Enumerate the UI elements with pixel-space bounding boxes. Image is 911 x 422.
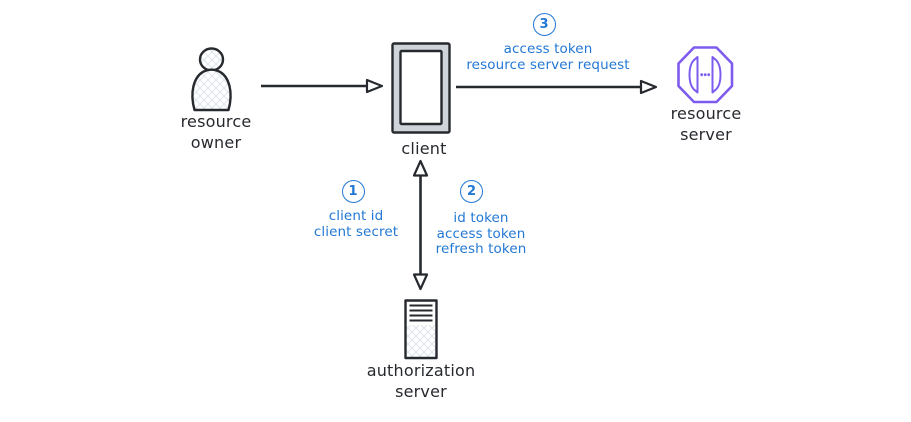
- resource-owner-label: resource owner: [180, 112, 252, 152]
- step-2-line-1: id token: [453, 210, 509, 226]
- arrow-client-to-resource-server: [456, 79, 658, 95]
- database-octagon-icon: [677, 46, 734, 104]
- arrow-client-auth-bidirectional: [412, 159, 429, 291]
- step-3-line-1: access token: [503, 41, 593, 57]
- step-1-text: client id client secret: [296, 208, 416, 240]
- step-3-badge: 3: [532, 12, 556, 36]
- server-rack-icon: [404, 299, 438, 360]
- step-3-line-2: resource server request: [466, 56, 630, 73]
- resource-server-label: resource server: [670, 104, 742, 144]
- authorization-server-label: authorization server: [366, 361, 476, 401]
- step-2-text: id token access token refresh token: [411, 210, 551, 258]
- step-2-line-2: access token: [436, 225, 526, 242]
- step-2-badge: 2: [460, 180, 483, 203]
- step-3-text: access token resource server request: [458, 41, 638, 73]
- device-screen-icon: [391, 42, 451, 134]
- step-1-badge: 1: [341, 180, 365, 203]
- client-label: client: [401, 139, 447, 158]
- step-2-line-3: refresh token: [435, 241, 527, 257]
- step-1-line-2: client secret: [313, 223, 399, 240]
- person-icon: [191, 47, 232, 112]
- step-1-line-1: client id: [328, 208, 384, 224]
- arrow-owner-to-client: [261, 78, 384, 94]
